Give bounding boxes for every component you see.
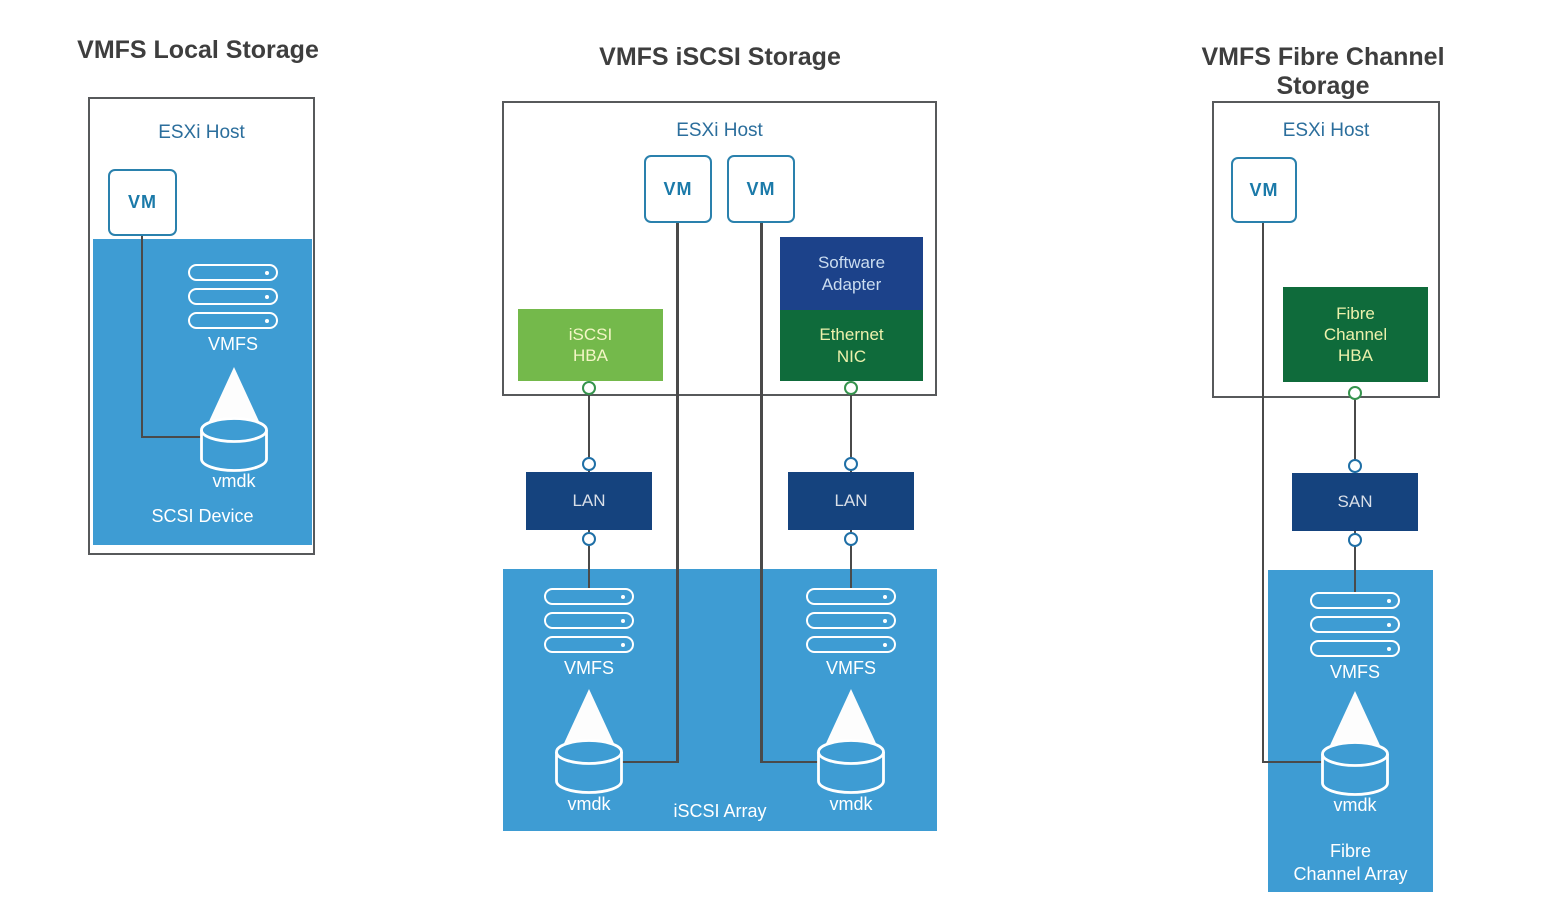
ethernet-nic-box: Ethernet NIC <box>780 310 923 381</box>
software-adapter-box: Software Adapter <box>780 237 923 310</box>
san-box: SAN <box>1292 473 1418 531</box>
disk-led-icon <box>1387 646 1391 651</box>
vm-to-vmdk-connector-horizontal-fc <box>1261 760 1323 764</box>
vmfs-volume-icon-local <box>188 264 278 329</box>
iscsi-hba-port-icon <box>582 381 596 395</box>
vm2-box-iscsi: VM <box>727 155 795 223</box>
vmdk-disk-icon-iscsi-1 <box>555 689 623 794</box>
lan1-top-port-icon <box>582 457 596 471</box>
disk-bar-icon <box>188 312 278 329</box>
disk-bar-icon <box>806 588 896 605</box>
panel-title-local: VMFS Local Storage <box>77 36 319 64</box>
disk-led-icon <box>621 642 625 647</box>
disk-bar-icon <box>806 612 896 629</box>
disk-led-icon <box>883 594 887 599</box>
vm-label: VM <box>1249 179 1279 200</box>
fibre-channel-array-caption: Fibre Channel Array <box>1293 841 1408 884</box>
vmfs-label-local: VMFS <box>207 334 258 354</box>
disk-bar-icon <box>544 636 634 653</box>
iscsi-hba-box: iSCSI HBA <box>518 309 663 381</box>
san-bottom-port-icon <box>1348 533 1362 547</box>
panel-title-fc: VMFS Fibre Channel Storage <box>1201 43 1445 100</box>
disk-led-icon <box>265 270 269 275</box>
disk-led-icon <box>883 642 887 647</box>
disk-bar-icon <box>1310 640 1400 657</box>
vm1-box-iscsi: VM <box>644 155 712 223</box>
vmdk-disk-icon-fc <box>1321 691 1389 796</box>
vmdk-label-local: vmdk <box>212 471 256 491</box>
disk-bar-icon <box>544 588 634 605</box>
disk-bar-icon <box>1310 616 1400 633</box>
vm2-to-vmdk-connector-horizontal <box>760 760 818 764</box>
disk-bar-icon <box>544 612 634 629</box>
lan2-top-port-icon <box>844 457 858 471</box>
lan1-box: LAN <box>526 472 652 530</box>
vmdk-label-fc: vmdk <box>1333 795 1377 815</box>
lan1-bottom-port-icon <box>582 532 596 546</box>
disk-led-icon <box>621 594 625 599</box>
vm-box-fc: VM <box>1231 157 1297 223</box>
lan2-bottom-port-icon <box>844 532 858 546</box>
vm-label: VM <box>746 178 776 199</box>
vmdk-disk-icon-local <box>200 367 268 472</box>
vmdk-disk-icon-iscsi-2 <box>817 689 885 794</box>
vmfs-label-iscsi-1: VMFS <box>563 658 614 678</box>
vm2-to-vmdk-connector-vertical <box>760 222 763 763</box>
vmfs-label-fc: VMFS <box>1329 662 1380 682</box>
panel-title-iscsi: VMFS iSCSI Storage <box>599 43 841 71</box>
disk-bar-icon <box>188 264 278 281</box>
fc-hba-port-icon <box>1348 386 1362 400</box>
esxi-host-label-fc: ESXi Host <box>1282 120 1370 141</box>
lan2-box: LAN <box>788 472 914 530</box>
vmfs-label-iscsi-2: VMFS <box>825 658 876 678</box>
vm-box-local: VM <box>108 169 177 236</box>
fibre-channel-hba-box: Fibre Channel HBA <box>1283 287 1428 382</box>
esxi-host-label-iscsi: ESXi Host <box>676 120 763 141</box>
disk-bar-icon <box>806 636 896 653</box>
vmfs-volume-icon-iscsi-1 <box>544 588 634 653</box>
disk-bar-icon <box>188 288 278 305</box>
disk-led-icon <box>621 618 625 623</box>
san-top-port-icon <box>1348 459 1362 473</box>
ethernet-nic-port-icon <box>844 381 858 395</box>
vm-label: VM <box>663 178 693 199</box>
disk-led-icon <box>265 294 269 299</box>
vmdk-label-iscsi-1: vmdk <box>567 794 611 814</box>
vm-to-vmdk-connector-vertical <box>140 235 144 438</box>
esxi-host-label-local: ESXi Host <box>158 122 245 143</box>
disk-led-icon <box>265 318 269 323</box>
vmfs-volume-icon-iscsi-2 <box>806 588 896 653</box>
vmdk-label-iscsi-2: vmdk <box>829 794 873 814</box>
disk-led-icon <box>883 618 887 623</box>
vm1-to-vmdk-connector-vertical <box>676 222 679 763</box>
vm-to-vmdk-connector-vertical-fc <box>1261 222 1265 763</box>
disk-bar-icon <box>1310 592 1400 609</box>
scsi-device-caption: SCSI Device <box>151 506 254 526</box>
vmfs-volume-icon-fc <box>1310 592 1400 657</box>
disk-led-icon <box>1387 622 1391 627</box>
disk-led-icon <box>1387 598 1391 603</box>
vm-to-vmdk-connector-horizontal <box>140 435 203 439</box>
vm-label: VM <box>128 192 157 212</box>
vm1-to-vmdk-connector-horizontal <box>622 760 678 764</box>
iscsi-array-caption: iSCSI Array <box>673 801 767 821</box>
